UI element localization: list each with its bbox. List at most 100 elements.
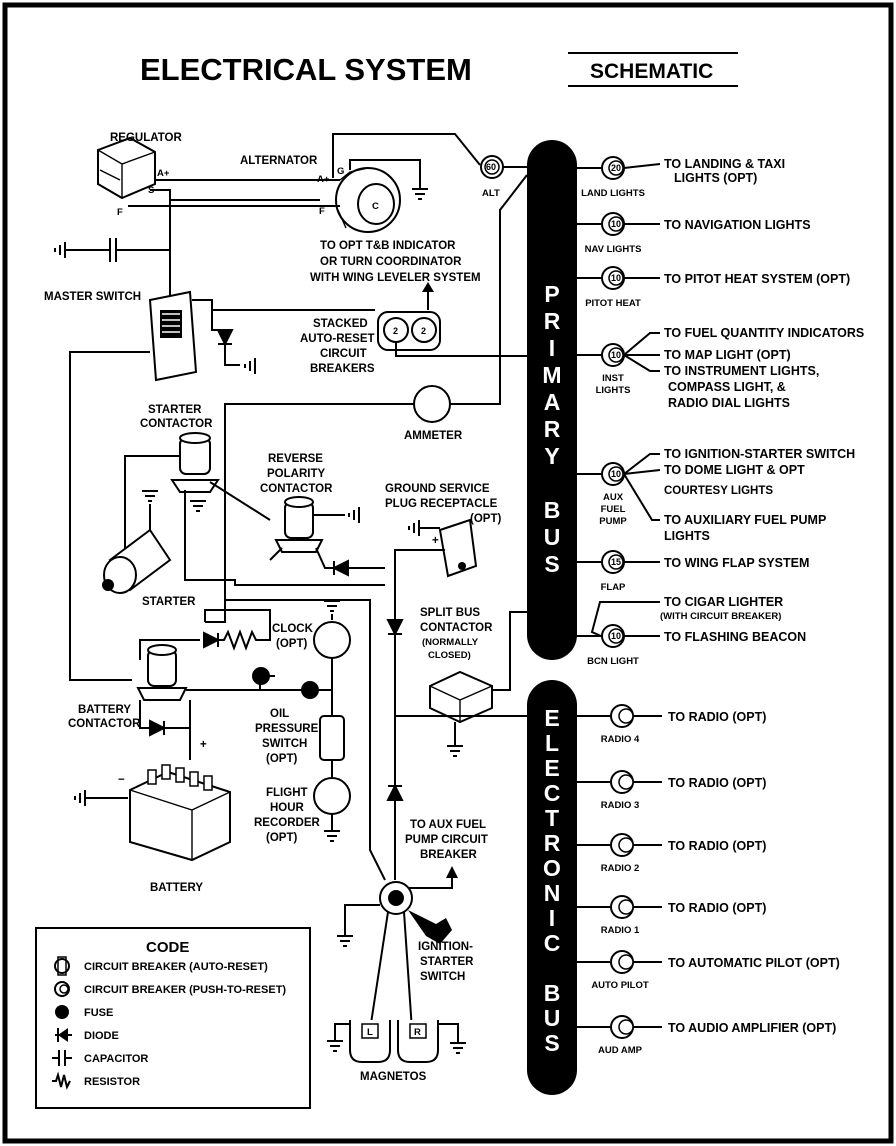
alternator-icon (335, 167, 401, 233)
circuit-breaker-face (608, 628, 624, 644)
split-bus-label-4: CLOSED) (428, 650, 471, 661)
flight-hour-recorder-icon (313, 777, 351, 815)
ground-icon (141, 490, 159, 502)
resistor-icon (52, 1071, 71, 1090)
circuit-destination: TO AUTOMATIC PILOT (OPT) (668, 956, 840, 970)
alternator-label: ALTERNATOR (240, 155, 318, 167)
starter-contactor-label-2: CONTACTOR (140, 418, 213, 430)
legend-box (35, 927, 311, 1109)
electronic-bus-letter: O (543, 855, 561, 881)
circuit-label: LIGHTS (596, 385, 631, 396)
legend-item: CAPACITOR (52, 1050, 148, 1066)
oil-label-4: (OPT) (266, 753, 297, 765)
circuit-breaker-face (608, 347, 624, 363)
battery-plus: + (200, 739, 207, 751)
split-bus-label-3: (NORMALLY (422, 637, 479, 648)
circuit-breaker-face (608, 270, 624, 286)
arrow-up-icon (446, 866, 458, 878)
wire-master-ignition (69, 540, 386, 881)
primary-bus-letter: B (544, 497, 561, 523)
circuit-destination: TO NAVIGATION LIGHTS (664, 218, 811, 232)
page-subtitle: SCHEMATIC (590, 60, 713, 83)
battery-label: BATTERY (150, 882, 203, 894)
split-bus-contactor-icon (429, 670, 493, 724)
ground-icon (54, 241, 66, 259)
circuit-label: RADIO 4 (601, 734, 640, 745)
circuit-breaker-face (608, 160, 624, 176)
opt-tb-line2: OR TURN COORDINATOR (320, 256, 462, 268)
circuit-destination: TO FUEL QUANTITY INDICATORS (664, 326, 864, 340)
wire-cb-dest (623, 453, 661, 521)
legend-label: RESISTOR (84, 1076, 140, 1088)
circuit-label: RADIO 2 (601, 863, 640, 874)
circuit-destination: TO CIGAR LIGHTER (664, 595, 783, 609)
electronic-bus-letter: B (544, 980, 561, 1006)
page-title: ELECTRICAL SYSTEM (140, 52, 472, 87)
ground-icon (326, 1040, 344, 1052)
stacked-label-4: BREAKERS (310, 363, 375, 375)
stacked-circuit-breakers-icon (377, 311, 441, 351)
diode-icon (203, 631, 221, 649)
circuit-destination: TO RADIO (OPT) (668, 901, 766, 915)
aux-cb-label-2: PUMP CIRCUIT (405, 834, 488, 846)
wire-reg-s (150, 189, 320, 201)
split-bus-label-1: SPLIT BUS (420, 607, 480, 619)
electronic-circuit: RADIO 1TO RADIO (OPT) (577, 895, 766, 936)
fhr-label-3: RECORDER (254, 817, 321, 829)
diode-icon (149, 719, 167, 737)
regulator-terminal-f: F (117, 207, 123, 218)
gsp-plus: + (432, 535, 439, 547)
diode-icon (386, 619, 404, 637)
circuit-breaker-rating: 10 (611, 273, 621, 283)
primary-bus-letter: U (544, 524, 561, 550)
circuit-breaker-face (608, 554, 624, 570)
circuit-destination: TO RADIO (OPT) (668, 839, 766, 853)
wire-starter-contactor-rpc (209, 481, 271, 521)
wire-starter-contactor-down (184, 490, 385, 586)
circuit-breaker-face (618, 954, 634, 970)
ground-icon (449, 1042, 467, 1054)
electronic-bus-letter: N (544, 880, 561, 906)
ignition-label-2: STARTER (420, 956, 474, 968)
stacked-label-2: AUTO-RESET (300, 333, 375, 345)
circuit-breaker-rating: 10 (611, 350, 621, 360)
clock-label-1: CLOCK (272, 623, 314, 635)
diode-icon (216, 329, 234, 347)
legend-item: DIODE (55, 1028, 119, 1042)
ground-icon (244, 357, 256, 375)
ground-icon (323, 830, 341, 842)
arrow-up-icon (422, 282, 434, 292)
starter-label: STARTER (142, 596, 196, 608)
diode-icon (55, 1028, 72, 1042)
aux-cb-label-3: BREAKER (420, 849, 478, 861)
wire-batt-contactor-top (139, 639, 200, 660)
aux-cb-label-1: TO AUX FUEL (410, 819, 486, 831)
regulator-terminal-aplus: A+ (157, 168, 170, 179)
wire-cb-dest (590, 601, 660, 637)
reverse-polarity-label-1: REVERSE (268, 453, 323, 465)
magneto-left-icon (349, 1020, 391, 1063)
circuit-destination: TO IGNITION-STARTER SWITCH (664, 447, 855, 461)
primary-bus-letter: M (542, 362, 561, 388)
starter-contactor-label-1: STARTER (148, 404, 202, 416)
circuit-destination: TO AUDIO AMPLIFIER (OPT) (668, 1021, 836, 1035)
wire-rpc-left (269, 547, 283, 561)
ground-icon (323, 600, 341, 612)
master-switch-icon[interactable] (148, 290, 198, 382)
ignition-starter-switch-icon[interactable] (379, 881, 452, 944)
battery-contactor-label-2: CONTACTOR (68, 718, 141, 730)
ground-icon (446, 745, 464, 757)
ground-icon (348, 506, 360, 524)
alt-circuit-breaker-icon (480, 155, 504, 179)
battery-icon (129, 764, 231, 862)
electronic-bus-letter: E (544, 705, 559, 731)
circuit-breaker-face (618, 899, 634, 915)
capacitor-icon (52, 1050, 72, 1066)
ignition-label-3: SWITCH (420, 971, 465, 983)
alternator-terminal-g: G (337, 166, 344, 177)
